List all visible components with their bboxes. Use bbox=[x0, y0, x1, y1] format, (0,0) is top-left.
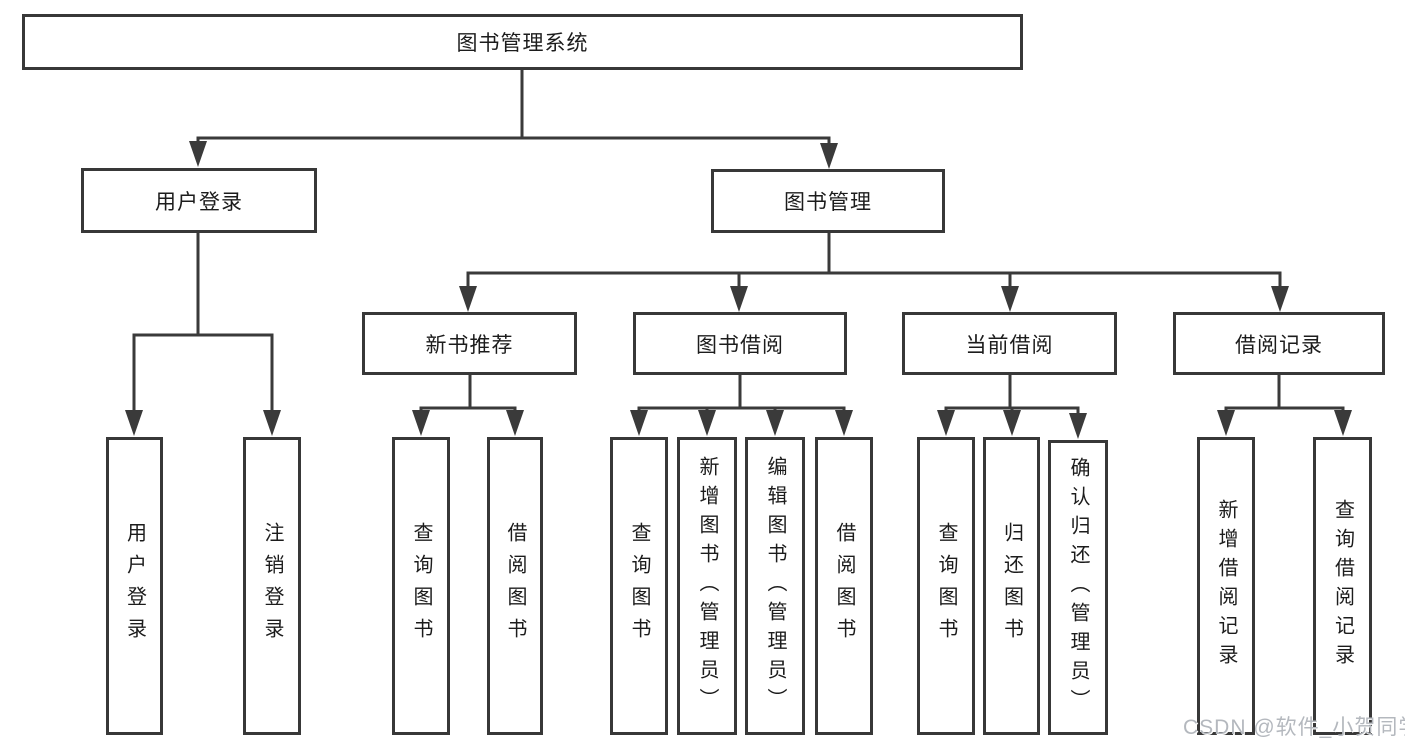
leaf-query-borrow-record-label: 查询借阅记录 bbox=[1331, 499, 1354, 673]
node-current-borrow-label: 当前借阅 bbox=[965, 333, 1054, 357]
node-book-borrow: 图书借阅 bbox=[633, 312, 847, 375]
leaf-confirm-return-admin: 确认归还（管理员） bbox=[1048, 440, 1108, 735]
leaf-user-login-label: 用户登录 bbox=[123, 522, 146, 650]
node-root-label: 图书管理系统 bbox=[456, 32, 589, 55]
leaf-edit-books-admin: 编辑图书（管理员） bbox=[745, 437, 805, 735]
leaf-logout: 注销登录 bbox=[243, 437, 301, 735]
node-book-management: 图书管理 bbox=[711, 169, 945, 233]
leaf-query-books-current: 查询图书 bbox=[917, 437, 975, 735]
leaf-return-books-label: 归还图书 bbox=[1000, 522, 1023, 650]
node-current-borrow: 当前借阅 bbox=[902, 312, 1117, 375]
leaf-query-books-recommend: 查询图书 bbox=[392, 437, 450, 735]
node-book-borrow-label: 图书借阅 bbox=[696, 333, 784, 357]
leaf-borrow-books-recommend: 借阅图书 bbox=[487, 437, 543, 735]
leaf-query-books-borrow: 查询图书 bbox=[610, 437, 668, 735]
leaf-add-borrow-record-label: 新增借阅记录 bbox=[1215, 499, 1237, 673]
node-borrow-records-label: 借阅记录 bbox=[1235, 333, 1323, 357]
node-new-book-recommend-label: 新书推荐 bbox=[425, 333, 514, 357]
leaf-borrow-books-label: 借阅图书 bbox=[833, 522, 855, 650]
node-root: 图书管理系统 bbox=[22, 14, 1023, 70]
leaf-query-books-current-label: 查询图书 bbox=[935, 522, 957, 650]
leaf-borrow-books-recommend-label: 借阅图书 bbox=[504, 522, 526, 650]
node-user-login-group: 用户登录 bbox=[81, 168, 317, 233]
leaf-borrow-books: 借阅图书 bbox=[815, 437, 873, 735]
leaf-query-books-recommend-label: 查询图书 bbox=[410, 522, 432, 650]
leaf-query-books-borrow-label: 查询图书 bbox=[628, 522, 650, 650]
leaf-edit-books-admin-label: 编辑图书（管理员） bbox=[764, 455, 786, 717]
leaf-add-borrow-record: 新增借阅记录 bbox=[1197, 437, 1255, 735]
leaf-logout-label: 注销登录 bbox=[261, 522, 283, 650]
leaf-add-books-admin-label: 新增图书（管理员） bbox=[696, 455, 718, 717]
leaf-query-borrow-record: 查询借阅记录 bbox=[1313, 437, 1372, 735]
leaf-return-books: 归还图书 bbox=[983, 437, 1040, 735]
node-book-management-label: 图书管理 bbox=[784, 191, 872, 214]
leaf-confirm-return-admin-label: 确认归还（管理员） bbox=[1067, 457, 1089, 718]
node-borrow-records: 借阅记录 bbox=[1173, 312, 1385, 375]
leaf-user-login: 用户登录 bbox=[106, 437, 163, 735]
node-new-book-recommend: 新书推荐 bbox=[362, 312, 577, 375]
csdn-watermark: CSDN @软件_小贺同学 bbox=[1183, 716, 1405, 739]
node-user-login-group-label: 用户登录 bbox=[155, 190, 243, 214]
leaf-add-books-admin: 新增图书（管理员） bbox=[677, 437, 737, 735]
